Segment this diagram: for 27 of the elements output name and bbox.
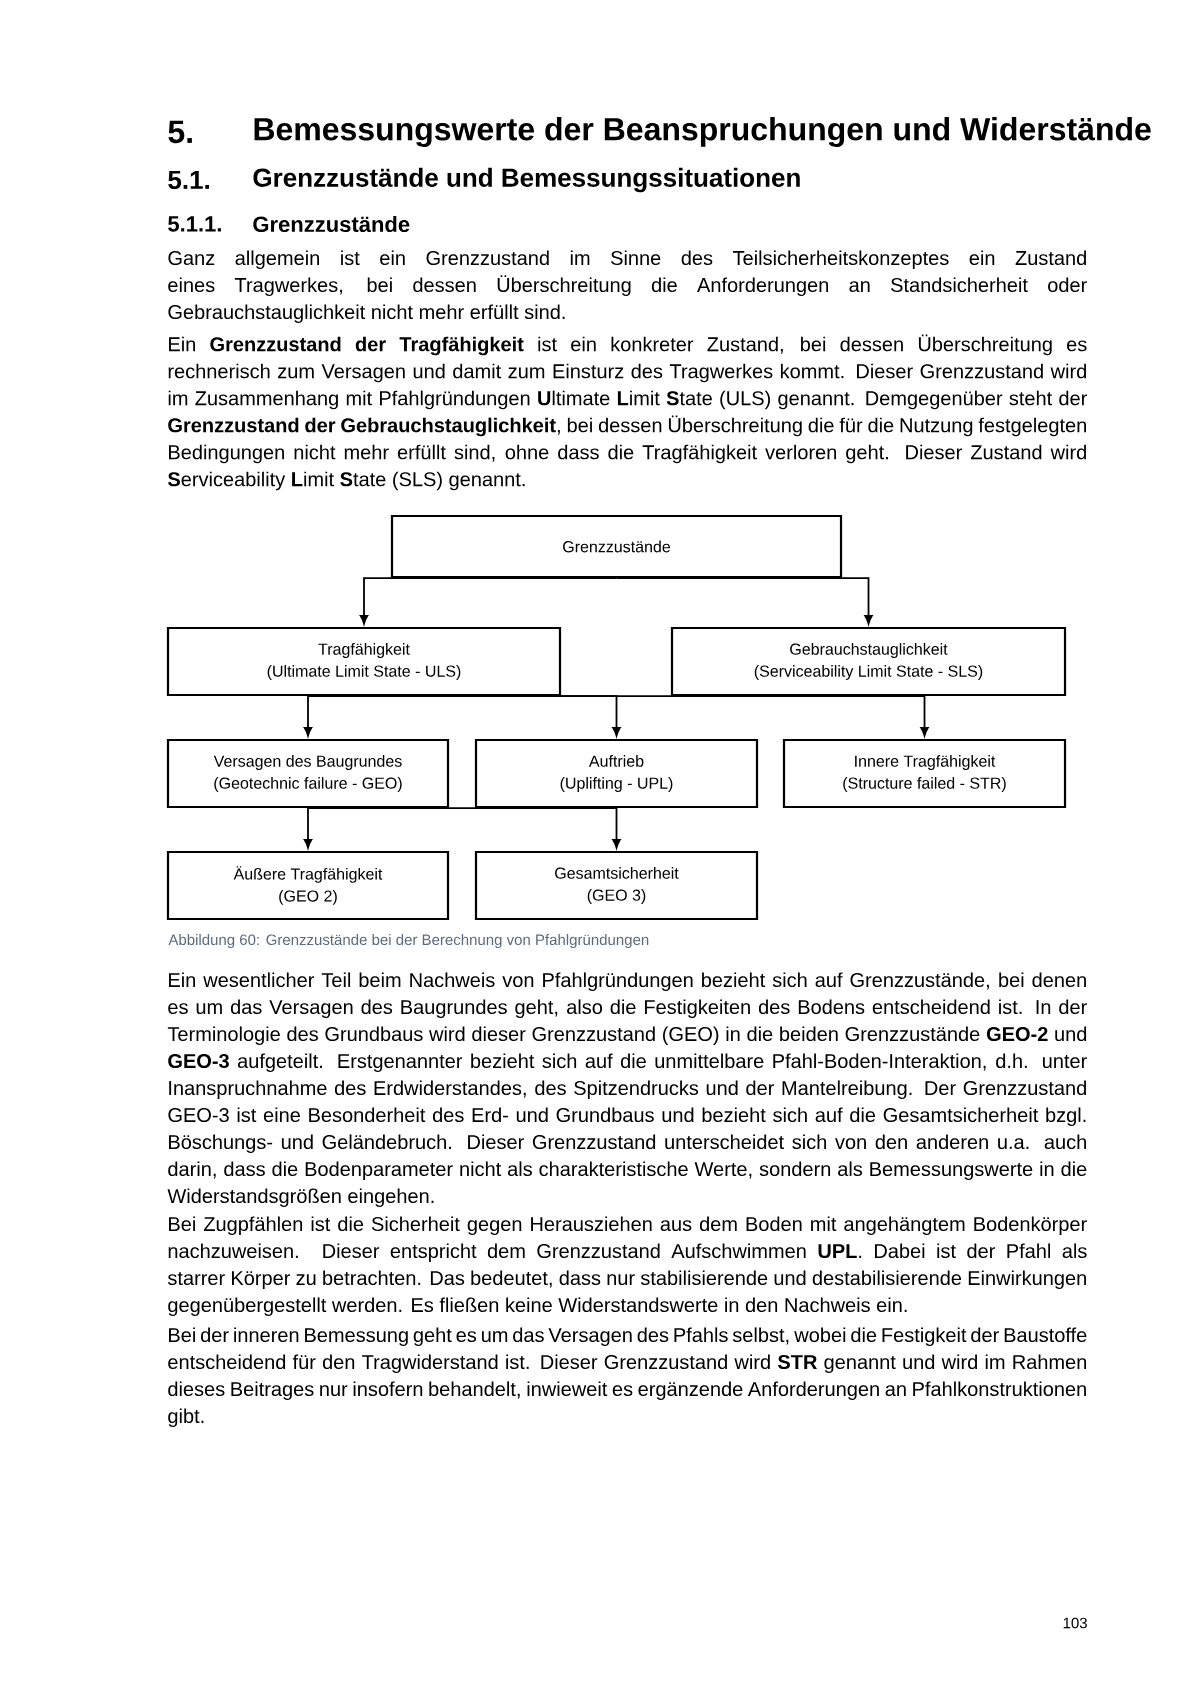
process-box: Gesamtsicherheit (GEO 3) — [474, 850, 759, 921]
section-heading: Grenzzustände — [253, 215, 410, 233]
arrow — [307, 807, 621, 849]
section-heading: Bemessungswerte der Beanspruchungen und Widerstände — [254, 117, 1151, 147]
section-number: 5.1. — [168, 170, 209, 190]
process-box: Innere Tragfähigkeit (Structure failed - STR) — [782, 738, 1067, 809]
process-box: Gebrauchstauglichkeit (Serviceability Limit State - SLS) — [670, 626, 1067, 697]
process-box: Auftrieb (Uplifting - UPL) — [474, 738, 759, 809]
arrow — [303, 695, 365, 737]
section-heading: Grenzzustände und Bemessungssituationen — [253, 167, 800, 193]
figure-caption: Abbildung 60: Grenzzustände bei der Berechnung von Pfahlgründungen — [168, 934, 649, 948]
page-number: 103 — [1063, 1617, 1087, 1629]
paragraph: Bei der inneren Bemessung geht es um das Versagen des Pfahls selbst, wobei die Festigkeit der Baustoffe entscheidend für den Tragwiderstand ist. Dieser Grenzzustand wird STR genannt und wird im Rahmen dieses Beitrages nur insofern behandelt, inwieweit es ergänzende Anforderungen an Pfahlkonstruktionen gibt. — [168, 1327, 1087, 1428]
process-box: Grenzzustände — [390, 514, 843, 579]
arrow — [615, 577, 873, 625]
paragraph: Ganz allgemein ist ein Grenzzustand im Sinne des Teilsicherheitskonzeptes ein Zustand eines Tragwerkes, bei dessen Überschreitung die Anforderungen an Standsicherheit oder Gebrauchstauglichkeit nicht mehr erfüllt sind. — [168, 250, 1087, 324]
arrow — [303, 807, 313, 849]
paragraph: Ein Grenzzustand der Tragfähigkeit ist ein konkreter Zustand, bei dessen Überschreitung es rechnerisch zum Versagen und damit zum Einsturz des Tragwerkes kommt. Dieser Grenzzustand wird im Zusammenhang mit Pfahlgründungen Ultimate Limit State (ULS) genannt. Demgegenüber steht der Grenzzustand der Gebrauchstauglichkeit, bei dessen Überschreitung die für die Nutzung festgelegten Bedingungen nicht mehr erfüllt sind, ohne dass die Tragfähigkeit verloren geht. Dieser Zustand wird Serviceability Limit State (SLS) genannt. — [167, 334, 1087, 491]
arrow — [363, 695, 929, 737]
process-box: Tragfähigkeit (Ultimate Limit State - ULS) — [166, 626, 562, 697]
paragraph: Ein wesentlicher Teil beim Nachweis von Pfahlgründungen bezieht sich auf Grenzzustände, bei denen es um das Versagen des Baugrundes geht, also die Festigkeiten des Bodens entscheidend ist. In der Terminologie des Grundbaus wird dieser Grenzzustand (GEO) in die beiden Grenzzustände GEO-2 und GEO-3 aufgeteilt. Erstgenannter bezieht sich auf die unmittelbare Pfahl-Boden-Interaktion, d.h. unter Inanspruchnahme des Erdwiderstandes, des Spitzendrucks und der Mantelreibung. Der Grenzzustand GEO-3 ist eine Besonderheit des Erd- und Grundbaus und bezieht sich auf die Gesamtsicherheit bzgl. Böschungs- und Geländebruch. Dieser Grenzzustand unterscheidet sich von den anderen u.a. auch darin, dass die Bodenparameter nicht als charakteristische Werte, sondern als Bemessungswerte in die Widerstandsgrößen eingehen. — [167, 972, 1087, 1208]
section-number: 5. — [168, 120, 192, 144]
process-box: Versagen des Baugrundes (Geotechnic failure - GEO) — [166, 738, 450, 809]
arrow — [359, 577, 618, 625]
paragraph: Bei Zugpfählen ist die Sicherheit gegen Herausziehen aus dem Boden mit angehängtem Bodenkörper nachzuweisen. Dieser entspricht dem Grenzzustand Aufschwimmen UPL. Dabei ist der Pfahl als starrer Körper zu betrachten. Das bedeutet, dass nur stabilisierende und destabilisierende Einwirkungen gegenübergestellt werden. Es fließen keine Widerstandswerte in den Nachweis ein. — [167, 1216, 1087, 1317]
section-number: 5.1.1. — [168, 216, 221, 232]
process-box: Äußere Tragfähigkeit (GEO 2) — [166, 850, 450, 921]
